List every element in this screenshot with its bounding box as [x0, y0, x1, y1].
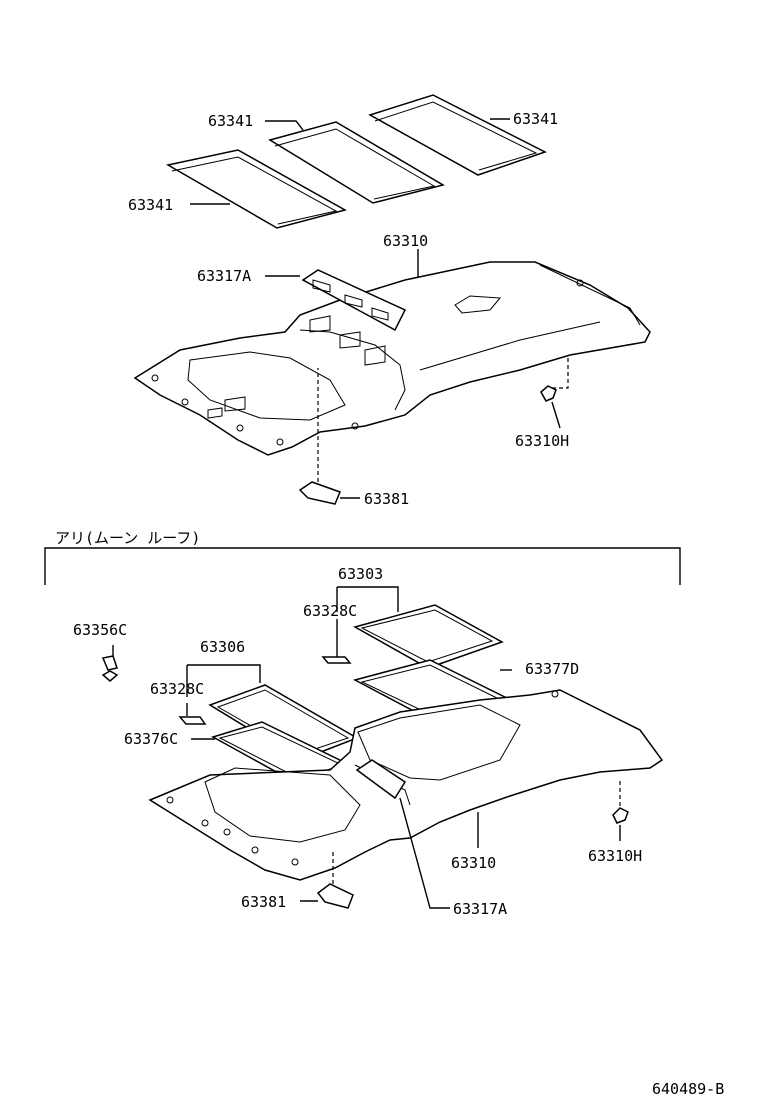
headlining-lower	[148, 689, 664, 881]
label-clip-lower: 63310H	[588, 847, 642, 865]
headlining-upper	[133, 261, 651, 456]
label-grommet-upper: 63317A	[197, 267, 251, 285]
label-stud: 63356C	[73, 621, 127, 639]
label-clip-left: 63328C	[150, 680, 204, 698]
label-grommet-lower: 63317A	[453, 900, 507, 918]
section-bracket	[44, 547, 681, 585]
label-headlining-upper: 63310	[383, 232, 428, 250]
label-pad-a: 63341	[208, 112, 253, 130]
clip-upper	[540, 355, 569, 402]
moonroof-trim	[353, 604, 504, 669]
label-seal-right: 63377D	[525, 660, 579, 678]
roof-pad-left	[165, 149, 347, 229]
label-lamp-holder-lower: 63381	[241, 893, 286, 911]
roof-pad-right	[368, 94, 547, 176]
label-seal-left: 63376C	[124, 730, 178, 748]
lamp-holder-upper	[298, 368, 341, 505]
label-clip-top: 63328C	[303, 602, 357, 620]
clip-top	[321, 656, 352, 664]
label-pad-b: 63341	[513, 110, 558, 128]
grommet-upper	[301, 269, 407, 332]
section-title: アリ(ムーン ルーフ)	[55, 529, 200, 547]
label-lamp-holder-upper: 63381	[364, 490, 409, 508]
lamp-holder-lower	[316, 852, 354, 909]
label-rear-trim: 63306	[200, 638, 245, 656]
label-headlining-lower: 63310	[451, 854, 496, 872]
label-clip-upper: 63310H	[515, 432, 569, 450]
drawing-code: 640489-B	[652, 1080, 724, 1098]
grommet-lower	[355, 759, 407, 800]
roof-pad-middle	[268, 121, 445, 204]
stud	[101, 655, 119, 682]
label-moonroof-trim: 63303	[338, 565, 383, 583]
clip-left	[178, 716, 207, 725]
label-pad-c: 63341	[128, 196, 173, 214]
clip-lower	[612, 780, 629, 824]
